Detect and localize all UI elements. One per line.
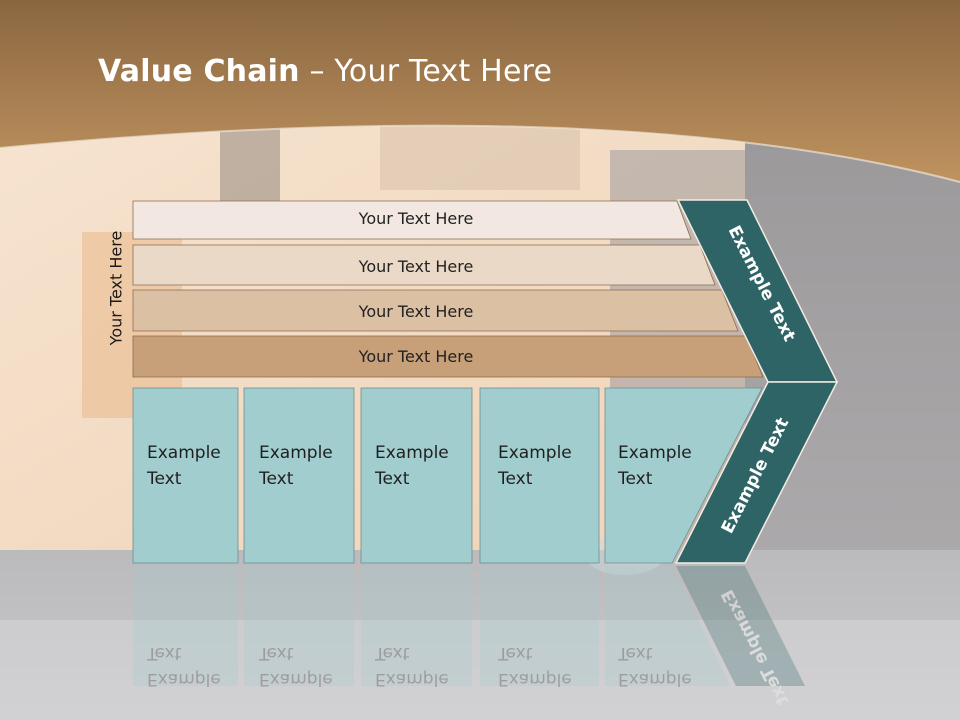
- primary-box-3-line1: Example: [375, 443, 449, 463]
- support-bar-1-label: Your Text Here: [358, 209, 474, 228]
- primary-box-4: [479, 387, 600, 564]
- reflection-box-3: [361, 566, 472, 686]
- primary-box-2: [243, 387, 355, 564]
- primary-boxes: Example Text Example Text Example Text E…: [132, 387, 763, 564]
- primary-box-2-line1: Example: [259, 443, 333, 463]
- chevron-lower: [674, 381, 839, 564]
- reflection-box-5-line1: Example: [618, 669, 692, 689]
- reflection-chevron: [676, 566, 805, 686]
- reflection-box-1-line1: Example: [147, 669, 221, 689]
- primary-box-2-line2: Text: [258, 469, 294, 489]
- primary-box-1: [132, 387, 239, 564]
- support-bar-2: [132, 244, 716, 286]
- reflection-box-4: [480, 566, 599, 686]
- reflection-box-3-line2: Text: [374, 643, 410, 663]
- reflection-box-5-line2: Text: [617, 643, 653, 663]
- support-bar-3-label: Your Text Here: [358, 302, 474, 321]
- reflection-box-2-line2: Text: [258, 643, 294, 663]
- primary-box-4-line1: Example: [498, 443, 572, 463]
- slide-title: Value Chain – Your Text Here: [98, 54, 552, 89]
- reflection-box-3-line1: Example: [375, 669, 449, 689]
- title-rest: – Your Text Here: [299, 54, 553, 89]
- reflection-box-1: [133, 566, 238, 686]
- reflection-box-2-line1: Example: [259, 669, 333, 689]
- reflection-box-4-line2: Text: [497, 643, 533, 663]
- primary-box-1-line2: Text: [146, 469, 182, 489]
- primary-box-1-line1: Example: [147, 443, 221, 463]
- support-bar-3: [132, 289, 739, 332]
- primary-box-5-line2: Text: [617, 469, 653, 489]
- reflection-box-5: [605, 566, 730, 686]
- title-bold: Value Chain: [98, 54, 300, 89]
- support-bar-4: [132, 335, 764, 378]
- support-bar-1: [132, 200, 692, 240]
- primary-box-5-line1: Example: [618, 443, 692, 463]
- support-bars: Your Text Here Your Text Here Your Text …: [132, 200, 764, 378]
- support-bar-2-label: Your Text Here: [358, 257, 474, 276]
- primary-box-3: [360, 387, 473, 564]
- reflection: Example Text Example Text Example Text E…: [133, 566, 805, 708]
- reflection-box-1-line2: Text: [146, 643, 182, 663]
- reflection-box-2: [244, 566, 354, 686]
- primary-box-5: [604, 387, 763, 564]
- support-bar-4-label: Your Text Here: [358, 347, 474, 366]
- primary-box-4-line2: Text: [497, 469, 533, 489]
- reflection-box-4-line1: Example: [498, 669, 572, 689]
- primary-box-3-line2: Text: [374, 469, 410, 489]
